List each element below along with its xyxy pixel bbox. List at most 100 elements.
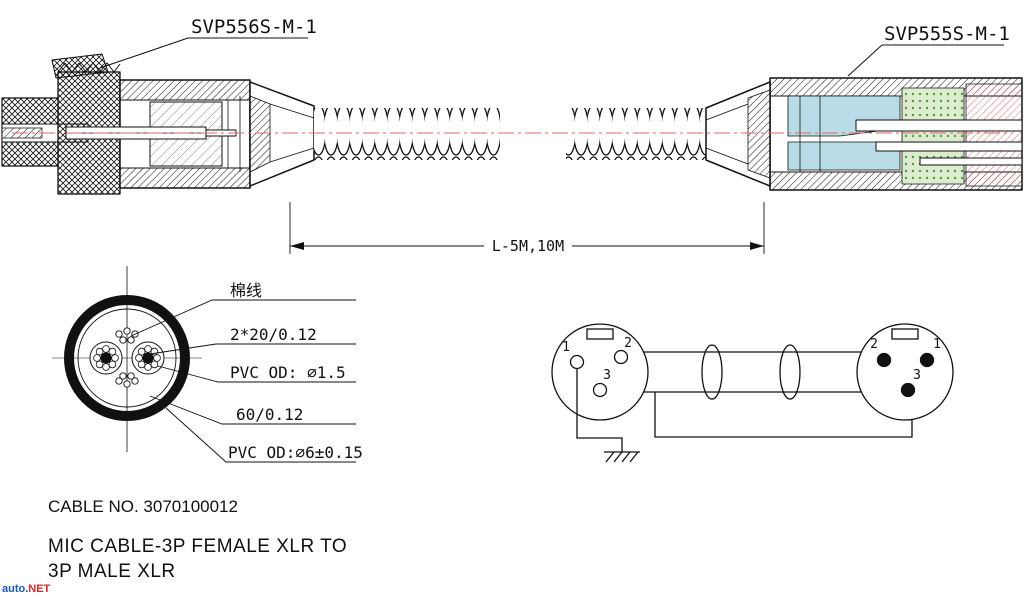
left-connector-leader-line xyxy=(99,37,189,69)
wire-strand xyxy=(95,347,104,356)
wire-strand xyxy=(137,347,146,356)
pinout-right-connector: 2 1 3 xyxy=(856,323,954,421)
pinout-left-notch xyxy=(586,328,614,340)
pinout-right-pin1-number: 1 xyxy=(933,337,941,352)
cross-section-label-shield: 60/0.12 xyxy=(236,405,303,424)
pinout-cable-section-1 xyxy=(701,344,723,400)
cross-section-outer-jacket xyxy=(64,295,190,421)
right-connector-boot-clamp xyxy=(747,89,771,179)
conductor-core xyxy=(142,352,154,364)
cable-cross-section: 棉线 2*20/0.12 PVC OD: ∅1.5 60/0.12 PVC OD… xyxy=(52,266,363,463)
cross-section-leaders xyxy=(130,299,356,463)
wire-strand xyxy=(135,354,143,362)
pinout-left-shell xyxy=(551,323,649,421)
watermark-suffix: NET xyxy=(28,583,50,595)
pinout-right-pin3 xyxy=(900,382,916,398)
dimension-annotation: L-5M,10M xyxy=(289,202,765,255)
cross-section-conductor-left xyxy=(89,341,123,375)
pinout-left-pin3-number: 3 xyxy=(603,368,611,383)
left-connector-knurl-teeth xyxy=(57,62,121,73)
pinout-left-pin1 xyxy=(569,354,585,370)
leader-strands xyxy=(149,343,356,355)
pinout-ground-wire xyxy=(576,368,623,452)
cross-section-label-strands: 2*20/0.12 xyxy=(230,325,317,344)
footer-description-line2: 3P MALE XLR xyxy=(48,561,176,582)
wire-strand xyxy=(108,347,117,356)
ground-tick xyxy=(605,451,615,463)
cable-coil-right xyxy=(566,108,706,160)
right-connector-boot-line-1 xyxy=(705,103,749,121)
cross-section-shield-ring xyxy=(77,308,177,408)
left-connector-label: SVP556S-M-1 xyxy=(191,16,317,38)
left-connector-shell-bottom xyxy=(119,167,251,189)
cotton-strand xyxy=(123,380,131,388)
cable-coil-left xyxy=(314,108,500,160)
ground-tick xyxy=(613,451,623,463)
pinout-right-notch xyxy=(891,328,919,340)
pinout-right-shell xyxy=(856,323,954,421)
right-connector-boot-line-2 xyxy=(705,147,749,165)
right-connector-pin-rod-3 xyxy=(919,157,1023,166)
pinout-left-pin1-number: 1 xyxy=(562,340,570,355)
cotton-strand xyxy=(119,372,127,380)
left-connector-boot-line-1 xyxy=(269,103,315,119)
wire-strand xyxy=(93,354,101,362)
leader-inner-pvc xyxy=(157,365,356,383)
dimension-arrow-left xyxy=(290,242,304,250)
wire-strand xyxy=(111,354,119,362)
pinout-right-pin1 xyxy=(919,352,935,368)
watermark-prefix: auto. xyxy=(2,583,28,595)
cross-section-conductor-right xyxy=(131,341,165,375)
pinout-right-pin3-number: 3 xyxy=(913,368,921,383)
ground-tick xyxy=(621,451,631,463)
pinout-left-pin2 xyxy=(613,349,629,365)
wire-strand xyxy=(102,345,110,353)
cotton-strand xyxy=(115,377,123,385)
wire-strand xyxy=(144,345,152,353)
left-connector-callout: SVP556S-M-1 xyxy=(99,16,317,69)
pinout-left-connector: 1 2 3 xyxy=(551,323,649,421)
cross-section-label-inner-pvc: PVC OD: ∅1.5 xyxy=(230,363,346,382)
wire-strand xyxy=(150,360,159,369)
cotton-strand xyxy=(127,372,135,380)
footer-cable-number: CABLE NO. 3070100012 xyxy=(48,497,238,516)
dimension-arrow-right xyxy=(750,242,764,250)
wire-strand xyxy=(153,354,161,362)
right-connector-leader-line xyxy=(847,44,883,77)
right-connector-label: SVP555S-M-1 xyxy=(884,23,1010,45)
leader-shield xyxy=(149,395,356,425)
wire-strand xyxy=(108,360,117,369)
right-connector-pin-rod-1 xyxy=(855,119,1023,132)
leader-cotton xyxy=(130,299,356,337)
pinout-left-pin2-number: 2 xyxy=(624,336,632,351)
xlr-pinout-schematic: 1 2 3 2 1 3 xyxy=(551,323,954,463)
cotton-strand xyxy=(123,327,131,335)
pinout-right-pin2-number: 2 xyxy=(870,337,878,352)
cotton-strand xyxy=(131,377,139,385)
wire-strand xyxy=(102,363,110,371)
cross-section-label-outer-pvc: PVC OD:∅6±0.15 xyxy=(228,443,363,462)
left-connector-drawing xyxy=(1,53,315,195)
watermark: auto.NET xyxy=(2,583,51,595)
pinout-left-pin3 xyxy=(592,382,608,398)
cotton-strand xyxy=(119,336,127,344)
cotton-strand xyxy=(115,330,123,338)
ground-symbol xyxy=(604,451,640,463)
pinout-right-pin2 xyxy=(876,352,892,368)
right-connector-callout: SVP555S-M-1 xyxy=(847,23,1010,77)
leader-outer-pvc xyxy=(165,407,356,463)
right-connector-red-hatch-zone xyxy=(965,83,1023,187)
cross-section-label-cotton: 棉线 xyxy=(230,281,262,300)
dimension-length-label: L-5M,10M xyxy=(492,237,564,255)
left-connector-boot-line-2 xyxy=(269,147,315,163)
wire-strand xyxy=(144,363,152,371)
wire-strand xyxy=(95,360,104,369)
pinout-shield-wire xyxy=(654,392,913,438)
ground-tick xyxy=(629,451,639,463)
wire-strand xyxy=(137,360,146,369)
right-connector-pin-rod-2 xyxy=(875,141,1023,152)
conductor-core xyxy=(100,352,112,364)
pinout-cable xyxy=(644,344,861,400)
